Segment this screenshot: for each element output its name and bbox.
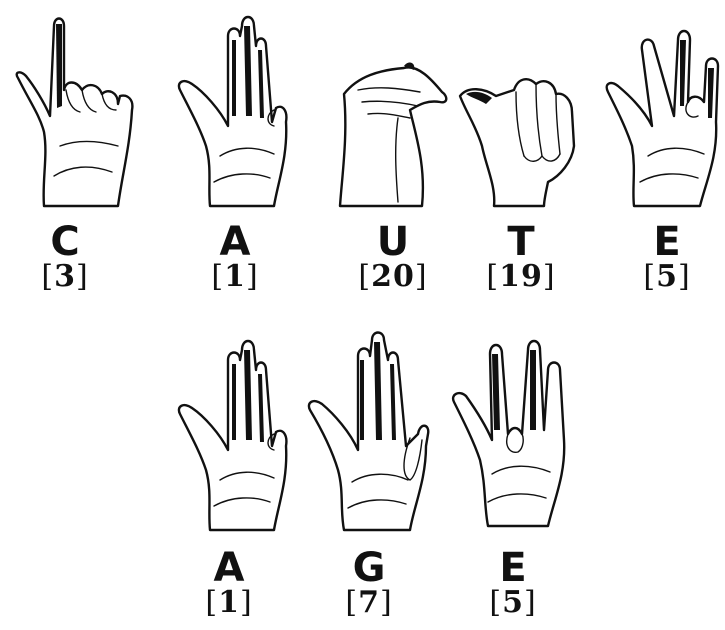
sign-e: E [5] bbox=[594, 6, 724, 306]
sign-g: G [7] bbox=[302, 330, 432, 630]
sign-t: T [19] bbox=[456, 6, 586, 306]
number-label: [5] bbox=[602, 260, 725, 294]
number-label: [3] bbox=[0, 260, 130, 294]
horns-icon bbox=[594, 6, 724, 216]
fist-thumb-icon bbox=[456, 6, 596, 216]
three-fingers-bent-icon bbox=[302, 330, 442, 540]
letter-label: E bbox=[602, 222, 725, 262]
letter-label: A bbox=[164, 548, 294, 588]
index-middle-pinky-icon bbox=[448, 330, 588, 540]
sign-a: A [1] bbox=[170, 6, 300, 306]
number-label: [1] bbox=[164, 586, 294, 620]
three-fingers-icon bbox=[170, 330, 310, 540]
sign-e-2: E [5] bbox=[448, 330, 578, 630]
sign-a-2: A [1] bbox=[170, 330, 300, 630]
letter-label: T bbox=[456, 222, 586, 262]
index-up-icon bbox=[0, 6, 140, 216]
number-label: [1] bbox=[170, 260, 300, 294]
number-label: [20] bbox=[328, 260, 458, 294]
letter-label: U bbox=[328, 222, 458, 262]
letter-label: A bbox=[170, 222, 300, 262]
sign-u: U [20] bbox=[328, 6, 458, 306]
letter-label: C bbox=[0, 222, 130, 262]
sign-c: C [3] bbox=[0, 6, 130, 306]
three-fingers-icon bbox=[170, 6, 310, 216]
letter-label: E bbox=[448, 548, 578, 588]
letter-label: G bbox=[304, 548, 434, 588]
number-label: [7] bbox=[304, 586, 434, 620]
pinched-fingers-icon bbox=[328, 6, 468, 216]
number-label: [5] bbox=[448, 586, 578, 620]
number-label: [19] bbox=[456, 260, 586, 294]
